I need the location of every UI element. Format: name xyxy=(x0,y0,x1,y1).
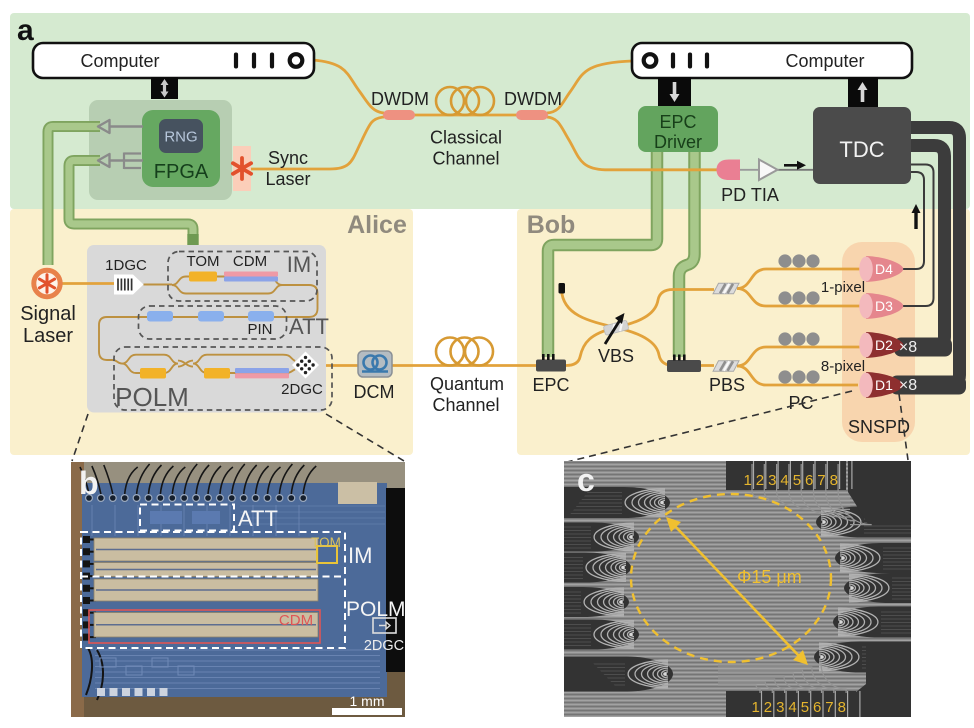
svg-text:Computer: Computer xyxy=(785,51,864,71)
svg-text:2DGC: 2DGC xyxy=(281,381,323,398)
svg-text:6: 6 xyxy=(805,472,813,489)
svg-text:TDC: TDC xyxy=(839,137,884,162)
svg-text:DWDM: DWDM xyxy=(371,89,429,109)
svg-text:Classical: Classical xyxy=(430,128,502,148)
svg-text:TOM: TOM xyxy=(311,535,341,550)
svg-text:PIN: PIN xyxy=(247,321,272,338)
svg-text:4: 4 xyxy=(788,699,796,716)
svg-text:D1: D1 xyxy=(875,377,893,393)
svg-text:3: 3 xyxy=(776,699,784,716)
svg-text:FPGA: FPGA xyxy=(154,161,209,183)
svg-text:2: 2 xyxy=(764,699,772,716)
svg-text:1: 1 xyxy=(752,699,760,716)
svg-text:Driver: Driver xyxy=(654,132,702,152)
svg-text:×8: ×8 xyxy=(899,339,917,356)
svg-text:SNSPD: SNSPD xyxy=(848,417,910,437)
svg-text:Channel: Channel xyxy=(432,149,499,169)
svg-text:POLM: POLM xyxy=(346,598,406,621)
svg-text:Bob: Bob xyxy=(527,211,576,239)
svg-text:7: 7 xyxy=(817,472,825,489)
svg-text:IM: IM xyxy=(348,543,372,568)
svg-text:Quantum: Quantum xyxy=(430,374,504,394)
svg-text:2: 2 xyxy=(756,472,764,489)
svg-text:1-pixel: 1-pixel xyxy=(821,279,865,296)
svg-text:7: 7 xyxy=(825,699,833,716)
svg-text:IM: IM xyxy=(287,252,311,277)
svg-text:Computer: Computer xyxy=(80,51,159,71)
svg-text:D3: D3 xyxy=(875,298,893,314)
svg-text:PD TIA: PD TIA xyxy=(721,185,779,205)
svg-text:×8: ×8 xyxy=(899,377,917,394)
svg-text:Φ15 μm: Φ15 μm xyxy=(737,567,802,587)
svg-text:1 mm: 1 mm xyxy=(350,693,385,709)
svg-text:ATT: ATT xyxy=(289,314,329,339)
svg-text:8: 8 xyxy=(830,472,838,489)
svg-text:8-pixel: 8-pixel xyxy=(821,358,865,375)
svg-text:6: 6 xyxy=(813,699,821,716)
svg-text:5: 5 xyxy=(793,472,801,489)
svg-text:a: a xyxy=(17,14,34,47)
svg-text:Laser: Laser xyxy=(265,169,310,189)
svg-text:TOM: TOM xyxy=(186,253,219,270)
svg-text:D2: D2 xyxy=(875,337,893,353)
svg-text:ATT: ATT xyxy=(238,506,278,531)
svg-text:VBS: VBS xyxy=(598,346,634,366)
svg-text:1DGC: 1DGC xyxy=(105,257,147,274)
svg-text:Alice: Alice xyxy=(347,211,407,239)
svg-text:DWDM: DWDM xyxy=(504,89,562,109)
svg-text:Laser: Laser xyxy=(23,325,73,347)
svg-text:1: 1 xyxy=(744,472,752,489)
svg-text:4: 4 xyxy=(780,472,788,489)
svg-text:CDM: CDM xyxy=(233,253,267,270)
svg-text:EPC: EPC xyxy=(532,375,569,395)
svg-text:PBS: PBS xyxy=(709,375,745,395)
svg-text:b: b xyxy=(79,465,99,501)
svg-text:POLM: POLM xyxy=(115,382,189,412)
svg-text:D4: D4 xyxy=(875,261,893,277)
svg-text:Sync: Sync xyxy=(268,148,308,168)
svg-text:2DGC: 2DGC xyxy=(364,638,404,654)
svg-text:EPC: EPC xyxy=(659,112,696,132)
svg-text:3: 3 xyxy=(768,472,776,489)
svg-text:CDM: CDM xyxy=(279,612,313,629)
svg-text:DCM: DCM xyxy=(354,382,395,402)
svg-text:Signal: Signal xyxy=(20,303,76,325)
svg-text:Channel: Channel xyxy=(432,395,499,415)
svg-text:RNG: RNG xyxy=(164,129,197,146)
svg-text:5: 5 xyxy=(801,699,809,716)
svg-text:8: 8 xyxy=(838,699,846,716)
svg-text:c: c xyxy=(577,462,595,498)
